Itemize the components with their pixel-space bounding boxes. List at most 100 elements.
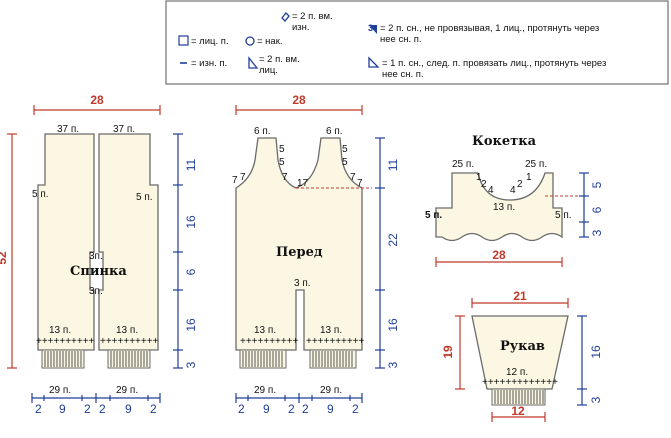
back-top-right-label: 37 п. <box>113 124 135 135</box>
yoke-step-5: 2 <box>517 179 523 190</box>
legend-symbol-lic-p-icon <box>178 35 189 46</box>
yoke-step-1: 1 <box>476 172 482 183</box>
sleeve-vertical-dimension: 16 3 <box>577 315 603 406</box>
front-right-plus-row: ++++++++++ <box>306 336 365 347</box>
back-cuff-left-label: 29 п. <box>49 385 71 396</box>
back-bottom-dim-6: 2 <box>150 402 157 416</box>
front-cuff-left-label: 29 п. <box>254 385 276 396</box>
front-vdim-1: 11 <box>386 158 400 171</box>
sleeve-cuff-label: 12 <box>511 404 525 418</box>
back-right-plus-row: ++++++++++ <box>100 336 159 347</box>
front-neck-left: 7 <box>240 172 246 183</box>
front-width-dimension: 28 <box>235 93 363 115</box>
yoke-body <box>435 172 563 242</box>
front-width-label: 28 <box>292 93 306 107</box>
legend-symbol-nak-icon <box>245 36 255 46</box>
back-vdim-1: 11 <box>184 158 198 171</box>
sleeve-bottom-label: 12 п. <box>506 367 528 378</box>
legend-text-p2-vm-izn-2: изн. <box>292 22 310 33</box>
back-width-dimension: 28 <box>33 93 161 115</box>
back-cuff-right-label: 29 п. <box>116 385 138 396</box>
front-center-label: 17 <box>297 178 309 189</box>
yoke-center-label: 13 п. <box>493 202 515 213</box>
front-armhole-right-a: 7 <box>350 172 356 183</box>
front-bottom-dim-5: 9 <box>327 402 334 416</box>
back-bottom-left-label: 13 п. <box>49 325 71 336</box>
back-bottom-dim-3: 2 <box>84 402 91 416</box>
sleeve-width-label: 21 <box>513 289 527 303</box>
back-bottom-dimension: 2 9 2 2 9 2 <box>31 393 161 416</box>
back-piece: 28 52 ++++++++++ ++++++++++ 37 п. 37 п. … <box>0 93 198 416</box>
front-armhole-right-b: 7 <box>357 178 363 189</box>
front-bottom-dim-2: 9 <box>263 402 270 416</box>
yoke-side-left: 5 п. <box>425 210 442 221</box>
back-vdim-2: 16 <box>184 215 198 229</box>
back-left-cuff <box>41 349 85 369</box>
back-slit-top-label: 3п. <box>89 251 103 262</box>
legend-text-p2-sn-1: = 2 п. сн., не провязывая, 1 лиц., протя… <box>380 23 599 34</box>
back-slit-bottom-label: 3п. <box>89 286 103 297</box>
back-vdim-5: 3 <box>184 361 198 368</box>
front-strap-left-label: 6 п. <box>254 126 271 137</box>
front-bottom-left-label: 13 п. <box>254 325 276 336</box>
back-side-right-label: 5 п. <box>136 192 153 203</box>
front-vdim-4: 3 <box>386 361 400 368</box>
sleeve-body <box>471 315 569 390</box>
front-title: Перед <box>276 245 323 260</box>
legend-text-p1-sn-1: = 1 п. сн., след. п. провязать лиц., про… <box>382 58 606 69</box>
front-bottom-dim-1: 2 <box>238 402 245 416</box>
back-left-half <box>37 133 95 351</box>
back-width-label: 28 <box>90 93 104 107</box>
yoke-step-2: 2 <box>481 179 487 190</box>
back-right-half <box>98 133 159 351</box>
back-vdim-3: 6 <box>184 268 198 275</box>
front-right-cuff <box>309 349 357 369</box>
legend-text-nak: = нак. <box>257 36 283 47</box>
legend-text-p2-vm-lic-2: лиц. <box>259 65 278 76</box>
back-height-label: 52 <box>0 251 9 265</box>
front-vertical-dimension: 11 22 16 3 <box>375 137 400 369</box>
yoke-vdim-3: 3 <box>590 229 604 236</box>
sleeve-plus-row: +++++++++++++ <box>482 377 558 388</box>
sleeve-cuff-dimension: 12 <box>491 404 546 422</box>
yoke-step-4: 4 <box>510 185 516 196</box>
yoke-title: Кокетка <box>472 134 537 149</box>
sleeve-vdim-2: 3 <box>589 396 603 403</box>
legend-text-p2-vm-lic-1: = 2 п. вм. <box>259 54 300 65</box>
back-bottom-right-label: 13 п. <box>116 325 138 336</box>
yoke-step-6: 1 <box>526 172 532 183</box>
back-bottom-dim-1: 2 <box>35 402 42 416</box>
front-left-cuff <box>239 349 287 369</box>
yoke-side-right: 5 п. <box>555 210 572 221</box>
legend-symbol-p2-sn-icon: 3 <box>368 23 377 34</box>
sleeve-width-dimension: 21 <box>471 289 569 308</box>
back-bottom-dim-2: 9 <box>59 402 66 416</box>
sleeve-vdim-1: 16 <box>589 345 603 359</box>
front-neck-right: 7 <box>282 172 288 183</box>
back-bottom-dim-5: 9 <box>125 402 132 416</box>
front-step-4: 5 <box>342 157 348 168</box>
front-step-1: 5 <box>279 144 285 155</box>
sleeve-piece: 21 +++++++++++++ Рукав 12 п. 19 12 16 <box>441 289 603 422</box>
back-left-plus-row: ++++++++++ <box>36 336 95 347</box>
front-vdim-3: 16 <box>386 318 400 332</box>
back-title: Спинка <box>70 264 127 279</box>
sleeve-title: Рукав <box>500 339 545 354</box>
front-step-3: 5 <box>342 144 348 155</box>
back-height-dimension: 52 <box>0 133 17 369</box>
svg-text:3: 3 <box>368 23 373 33</box>
yoke-step-3: 4 <box>488 185 494 196</box>
front-strap-right-label: 6 п. <box>326 126 343 137</box>
yoke-vdim-2: 6 <box>590 206 604 213</box>
legend-text-p2-sn-2: нее сн. п. <box>380 34 422 45</box>
legend-box: = 2 п. вм. изн. = лиц. п. = нак. = изн. … <box>165 0 669 85</box>
back-vdim-4: 16 <box>184 318 198 332</box>
front-vdim-2: 22 <box>386 233 400 247</box>
front-body <box>235 137 363 351</box>
yoke-vdim-1: 5 <box>590 181 604 188</box>
front-left-plus-row: ++++++++++ <box>240 336 299 347</box>
legend-text-izn-p: = изн. п. <box>191 58 227 69</box>
front-slit-label: 3 п. <box>294 278 311 289</box>
front-piece: 28 ++++++++++ ++++++++++ 6 п. 6 п. 5 5 5… <box>232 93 400 416</box>
